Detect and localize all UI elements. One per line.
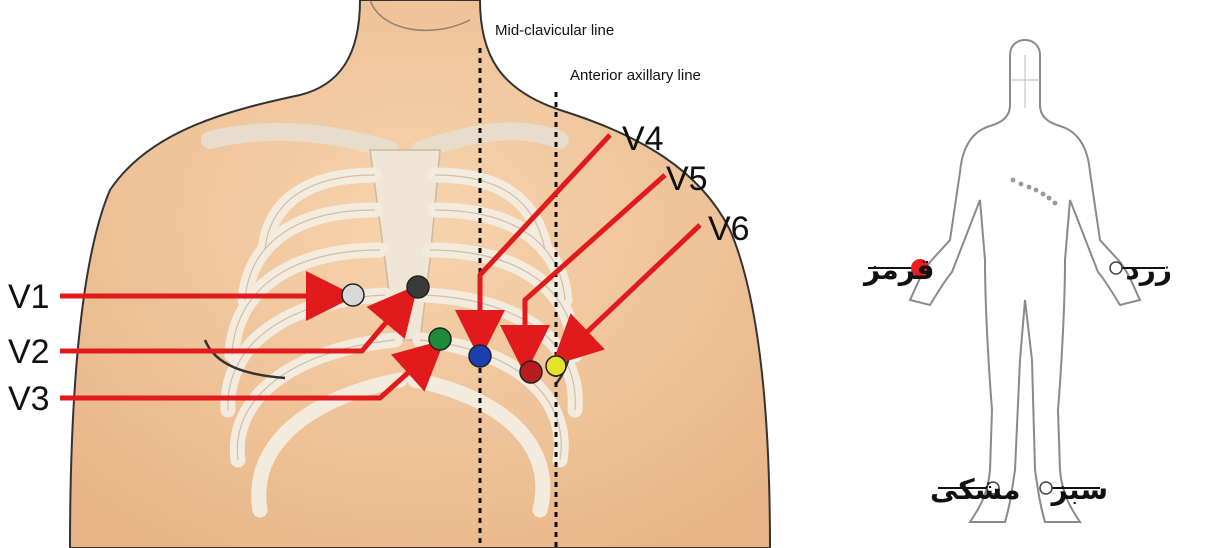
v4-electrode — [469, 345, 491, 367]
left-arm-label: زرد — [1125, 253, 1172, 286]
left-arm-electrode — [1110, 262, 1122, 274]
limb-lead-figure: قرمز زرد مشکی سبز — [862, 40, 1172, 522]
v3-electrode — [429, 328, 451, 350]
v5-electrode — [520, 361, 542, 383]
v3-label: V3 — [8, 380, 50, 418]
v1-electrode — [342, 284, 364, 306]
left-leg-label: سبز — [1050, 473, 1108, 506]
v6-electrode — [546, 356, 566, 376]
v4-label: V4 — [622, 120, 664, 158]
body-outline — [910, 40, 1140, 522]
v1-label: V1 — [8, 278, 50, 316]
chest-illustration: Mid-clavicular line Anterior axillary li… — [8, 0, 770, 548]
left-leg-electrode — [1040, 482, 1052, 494]
right-leg-label: مشکی — [930, 473, 1020, 506]
anterior-axillary-label: Anterior axillary line — [570, 67, 701, 84]
mid-clavicular-label: Mid-clavicular line — [495, 22, 614, 39]
v5-label: V5 — [666, 160, 708, 198]
v6-label: V6 — [708, 210, 750, 248]
right-arm-label: قرمز — [862, 253, 935, 286]
v2-electrode — [407, 276, 429, 298]
v2-label: V2 — [8, 333, 50, 371]
